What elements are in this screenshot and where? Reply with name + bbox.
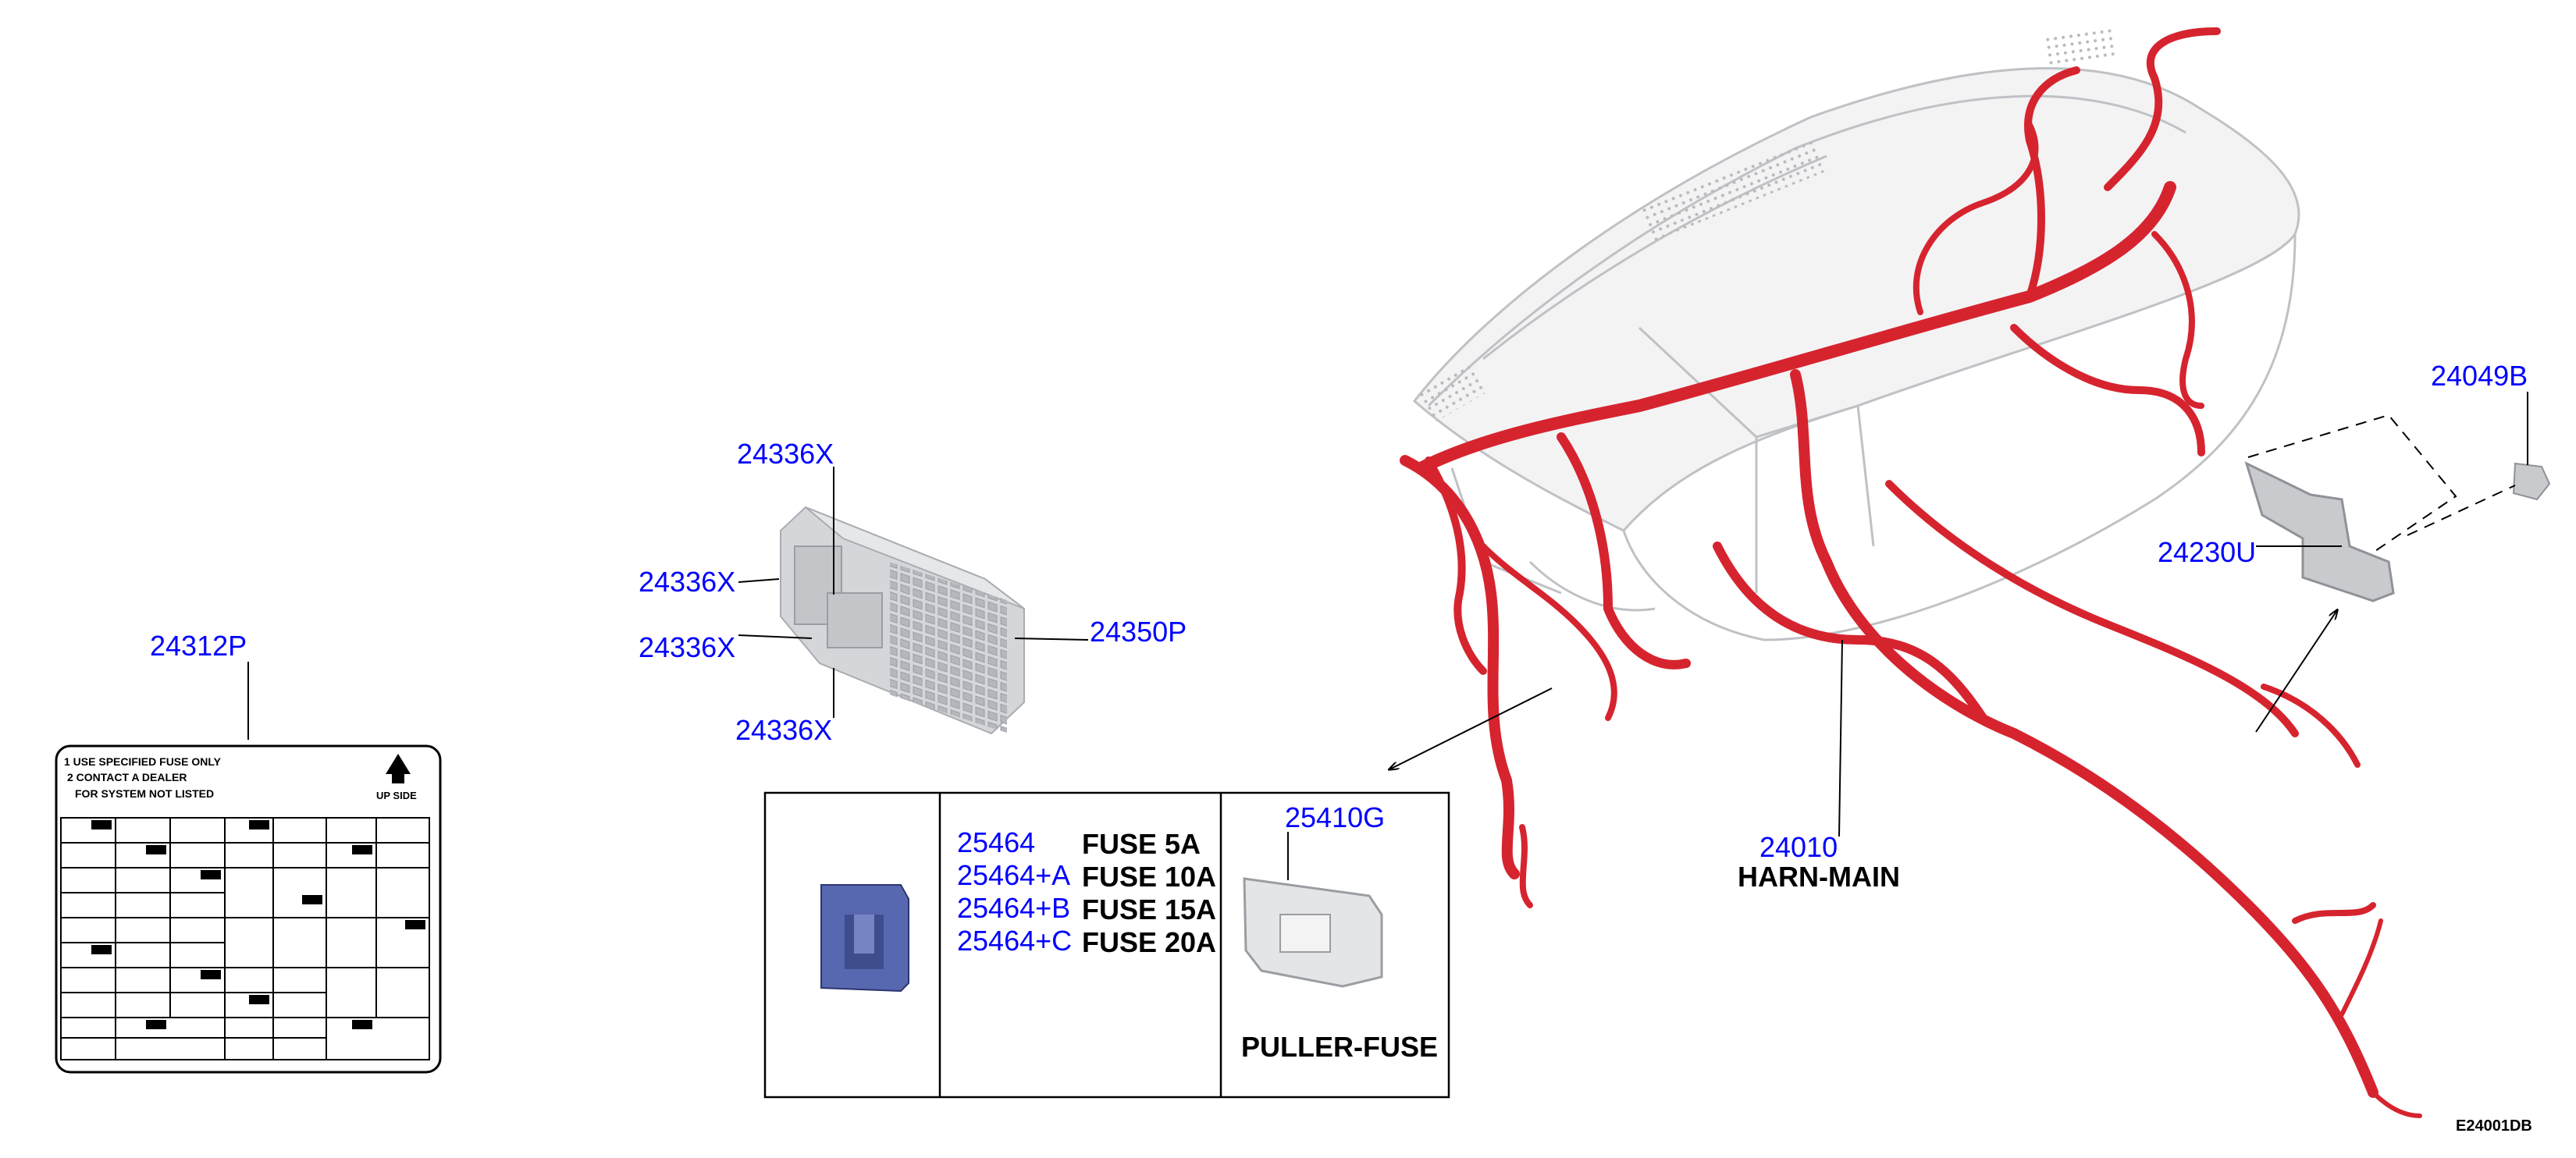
fuse-row-3-desc: FUSE 15A (1082, 893, 1217, 925)
bolt-icon (2512, 462, 2551, 501)
part-number-24350P[interactable]: 24350P (1090, 616, 1187, 648)
part-number-24336X-left-upper[interactable]: 24336X (639, 566, 736, 598)
puller-fuse-name: PULLER-FUSE (1241, 1031, 1438, 1063)
label-plate-line-2: 2 CONTACT A DEALER (67, 771, 187, 784)
fuse-row-3-number[interactable]: 25464+B (957, 892, 1071, 924)
defrost-vent (1639, 137, 1827, 242)
label-plate-text: 1 USE SPECIFIED FUSE ONLY 2 CONTACT A DE… (64, 754, 221, 801)
fuse-row-4-number[interactable]: 25464+C (957, 925, 1073, 957)
fuse-row-1-desc: FUSE 5A (1082, 828, 1201, 860)
block-leaders (738, 467, 1089, 718)
speaker-grille-left (1418, 361, 1489, 423)
dashboard-outline (1412, 67, 2300, 641)
part-number-24230U[interactable]: 24230U (2158, 536, 2257, 568)
part-number-24010[interactable]: 24010 (1759, 831, 1838, 863)
fuse-row-1-number[interactable]: 25464 (957, 826, 1036, 858)
up-side-arrow-icon (386, 754, 411, 783)
part-number-24312P[interactable]: 24312P (150, 630, 247, 662)
harness-name: HARN-MAIN (1738, 861, 1900, 893)
fuse-row-4-desc: FUSE 20A (1082, 926, 1217, 958)
diagram-code: E24001DB (2456, 1117, 2532, 1135)
bracket-icon (2244, 461, 2395, 602)
fuse-icon (820, 884, 909, 993)
fuse-label-plate (55, 744, 442, 1074)
fuse-table (763, 791, 1450, 1099)
part-number-24336X-top[interactable]: 24336X (737, 438, 834, 470)
main-harness (1400, 27, 2422, 1118)
fuse-row-2-number[interactable]: 25464+A (957, 859, 1071, 891)
guide-lines (2247, 392, 2528, 553)
label-plate-grid (60, 817, 430, 1060)
leader-24010 (1838, 639, 1843, 837)
label-plate-up-side: UP SIDE (376, 790, 417, 801)
speaker-grille-right (2043, 26, 2118, 68)
part-number-24049B[interactable]: 24049B (2431, 360, 2528, 392)
fuse-row-2-desc: FUSE 10A (1082, 861, 1217, 893)
bracket-pointer-arrow (2255, 610, 2337, 733)
part-number-25410G[interactable]: 25410G (1285, 801, 1386, 833)
fuse-relay-block (780, 506, 1025, 735)
fuse-puller-icon (1243, 832, 1383, 988)
fuse-pointer-arrow (1389, 687, 1553, 769)
label-plate-line-3: FOR SYSTEM NOT LISTED (75, 787, 215, 800)
part-number-24336X-left-lower[interactable]: 24336X (639, 631, 736, 663)
label-plate-line-1: 1 USE SPECIFIED FUSE ONLY (64, 755, 221, 768)
part-number-24336X-bottom[interactable]: 24336X (735, 714, 833, 746)
